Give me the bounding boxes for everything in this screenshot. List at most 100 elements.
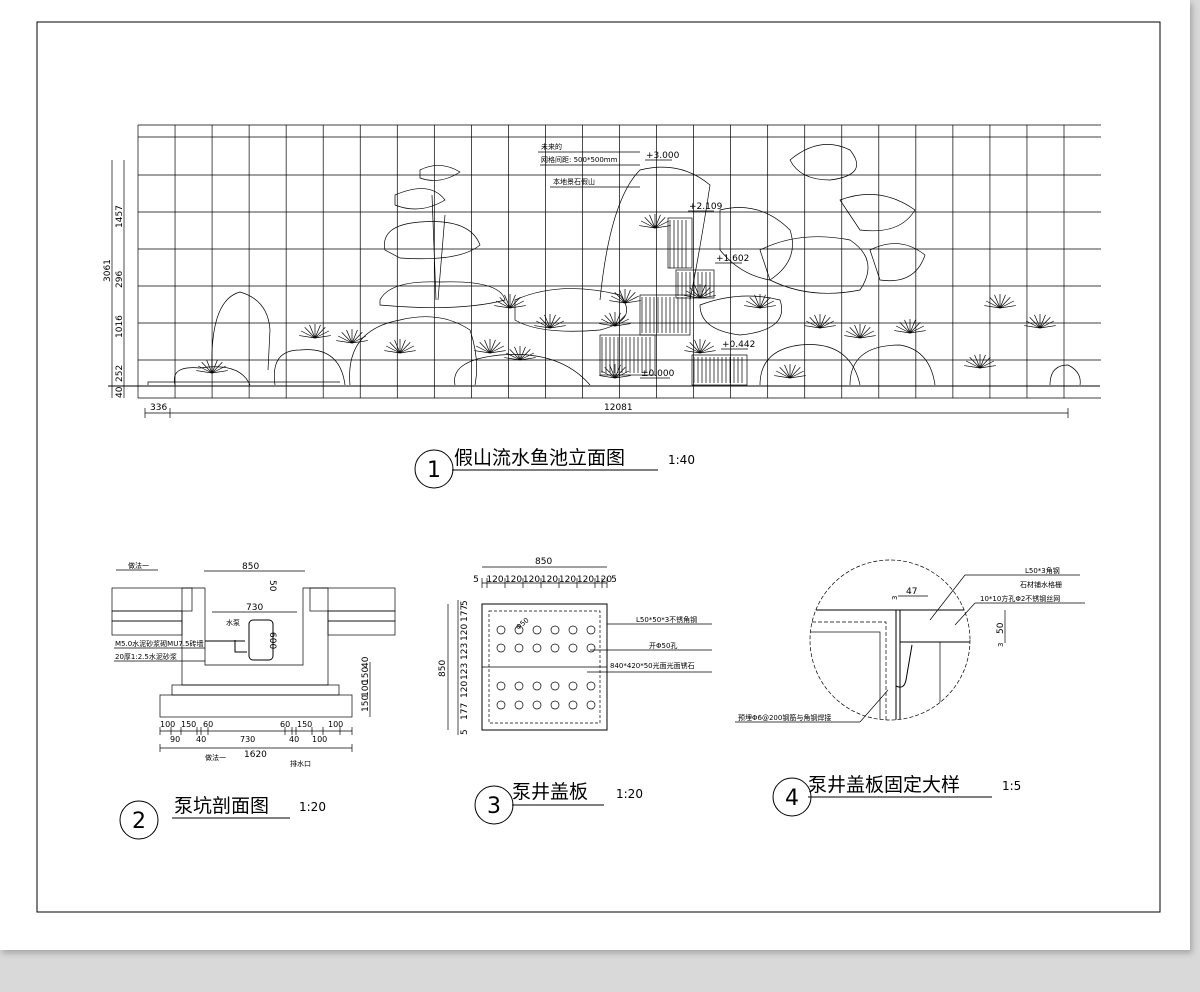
- leaf: [979, 365, 996, 369]
- hole: [568, 625, 578, 635]
- leaf: [314, 330, 330, 339]
- svg-text:L50*3角钢: L50*3角钢: [1025, 566, 1060, 575]
- leaf: [504, 294, 511, 309]
- leaf: [774, 375, 791, 379]
- leaf: [854, 324, 861, 339]
- leaf: [649, 214, 656, 229]
- plant-icon: [599, 312, 631, 327]
- leaf: [300, 330, 316, 339]
- leaf: [745, 300, 761, 309]
- leaf: [749, 297, 761, 309]
- svg-text:预埋Φ6@200钢筋与角钢焊接: 预埋Φ6@200钢筋与角钢焊接: [738, 713, 831, 722]
- leaf: [759, 294, 766, 309]
- svg-text:1016: 1016: [115, 315, 125, 338]
- leaf: [654, 225, 671, 229]
- leaf: [519, 349, 531, 361]
- leaf: [201, 362, 213, 374]
- leaf: [489, 339, 496, 354]
- leaf: [549, 317, 561, 329]
- svg-text:850: 850: [535, 557, 552, 567]
- leaf: [699, 350, 716, 354]
- svg-text:50: 50: [267, 580, 277, 592]
- plant-icon: [384, 339, 416, 354]
- dim-label: 60: [203, 720, 213, 729]
- plant-icon: [774, 364, 806, 379]
- leaf: [684, 350, 701, 354]
- leaf: [614, 364, 621, 379]
- svg-text:4: 4: [785, 786, 799, 811]
- svg-text:1457: 1457: [115, 205, 125, 228]
- note: 网格间距: 500*500mm: [541, 155, 618, 164]
- dim-label: 120: [505, 575, 522, 585]
- leaf: [509, 300, 525, 309]
- level-marks: +3.000 +2.109 +1.602 +0.442 ±0.000: [640, 151, 755, 379]
- leaf: [909, 330, 926, 334]
- leaf: [805, 320, 821, 329]
- leaf: [694, 339, 701, 354]
- leaf: [999, 305, 1016, 309]
- leaf: [351, 335, 367, 344]
- hole: [496, 700, 506, 710]
- hole: [496, 681, 506, 691]
- leaf: [337, 335, 353, 344]
- leaf: [514, 346, 521, 361]
- leaf: [609, 300, 626, 304]
- note: 未来的: [541, 142, 562, 151]
- dim-label: 40: [196, 735, 206, 744]
- note: 本地景石假山: [553, 177, 595, 186]
- leaf: [784, 364, 791, 379]
- leaf: [759, 305, 776, 309]
- hole: [496, 625, 506, 635]
- pump-pit-section: 850 730 600 50 做法一 水泵 M5.0水泥砂浆砌MU7.5砖墙 2…: [111, 561, 396, 768]
- leaf: [609, 312, 616, 327]
- rock-outline: [699, 295, 782, 336]
- rock-outline: [839, 194, 916, 232]
- leaf: [814, 314, 821, 329]
- leaf: [684, 295, 701, 299]
- leaf: [484, 339, 491, 354]
- svg-text:+2.109: +2.109: [689, 202, 723, 212]
- hole: [568, 700, 578, 710]
- sheet-border: [36, 21, 1161, 913]
- leaf: [744, 305, 761, 309]
- leaf: [504, 357, 521, 361]
- leaf: [509, 305, 526, 309]
- leaf: [600, 370, 616, 379]
- pump-icon: [248, 619, 274, 661]
- svg-text:泵井盖板: 泵井盖板: [512, 781, 588, 803]
- leaf: [399, 339, 406, 354]
- leaf: [385, 345, 401, 354]
- leaf: [384, 350, 401, 354]
- rock-outline: [419, 165, 461, 181]
- leaf: [211, 359, 218, 374]
- leaf: [509, 297, 521, 309]
- hole: [550, 700, 560, 710]
- leaf: [985, 300, 1001, 309]
- leaf: [859, 324, 866, 339]
- plant-icon: [684, 284, 716, 299]
- dim-label: 100: [312, 735, 327, 744]
- leaf: [489, 345, 505, 354]
- leaf: [789, 370, 805, 379]
- leaf: [689, 287, 701, 299]
- dim-label: 100: [160, 720, 175, 729]
- plant-icon: [964, 354, 996, 369]
- leaf: [509, 349, 521, 361]
- dim-label: 40: [289, 735, 299, 744]
- dim-label: 120: [577, 575, 594, 585]
- leaf: [899, 322, 911, 334]
- plant-icon: [599, 364, 631, 379]
- leaf: [389, 342, 401, 354]
- title-3: 3 泵井盖板 1:20: [474, 781, 643, 825]
- svg-text:+1.602: +1.602: [716, 254, 749, 264]
- title-4: 4 泵井盖板固定大样 1:5: [772, 774, 1021, 817]
- leaf: [909, 322, 921, 334]
- dim-label: 120: [523, 575, 540, 585]
- leaf: [789, 367, 801, 379]
- leaf: [844, 335, 861, 339]
- leaf: [759, 300, 775, 309]
- svg-text:±0.000: ±0.000: [641, 369, 675, 379]
- cover-holes: [496, 625, 596, 710]
- leaf: [819, 320, 835, 329]
